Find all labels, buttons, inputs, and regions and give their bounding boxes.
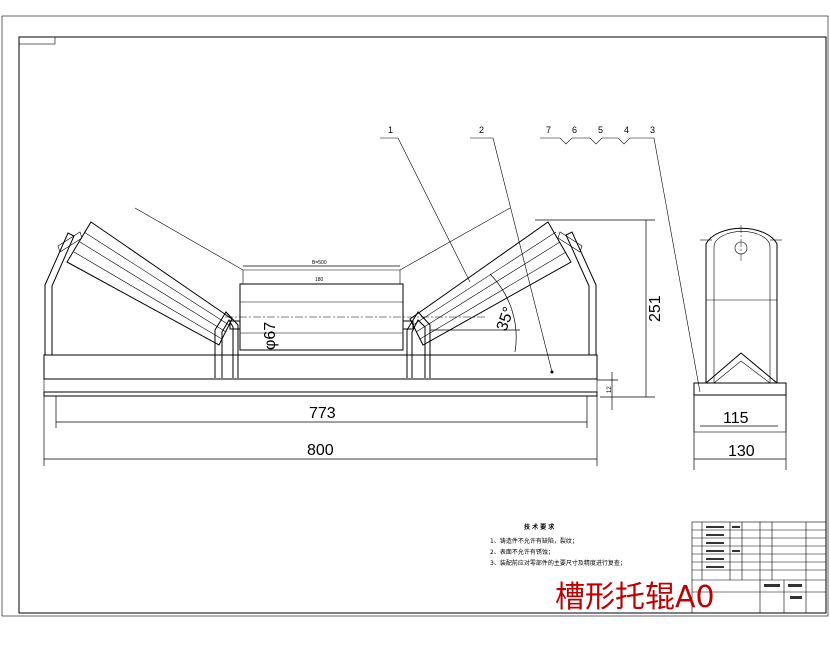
belt-width-label: B=500 (312, 260, 327, 266)
technical-notes: 技 术 要 求 1、铸造件不允许有缺陷，裂纹； 2、表面不允许有锈蚀； 3、装配… (490, 523, 626, 567)
roller-length-label: 180 (315, 277, 324, 283)
center-roller (225, 283, 485, 351)
right-bracket (565, 231, 597, 355)
sheet-corner-box (18, 36, 56, 45)
sheet-outer-border (1, 15, 829, 617)
tech-note-2: 2、表面不允许有锈蚀； (490, 548, 554, 556)
center-supports (214, 311, 431, 378)
left-bracket (44, 232, 75, 355)
right-roller (409, 221, 572, 346)
side-inner-label: 115 (723, 410, 749, 427)
part-number-2: 2 (479, 125, 484, 135)
part-number-5: 5 (598, 125, 603, 135)
part-number-6: 6 (572, 125, 577, 135)
base-foot (43, 391, 598, 397)
height-label: 251 (647, 295, 664, 322)
left-roller (66, 221, 233, 346)
sheet-inner-border (18, 36, 827, 614)
tech-note-3: 3、装配前应对零部件的主要尺寸及精度进行复查； (490, 559, 626, 567)
diameter-label: φ67 (262, 322, 279, 350)
part-number-3: 3 (650, 125, 655, 135)
tech-notes-title: 技 术 要 求 (524, 523, 555, 531)
frame-width-label: 773 (309, 405, 336, 422)
part-number-4: 4 (624, 125, 629, 135)
angle-label: 35° (494, 305, 518, 334)
part-number-7: 7 (546, 125, 551, 135)
tech-note-1: 1、铸造件不允许有缺陷，裂纹； (490, 537, 578, 545)
drawing-title-watermark: 槽形托辊A0 (555, 580, 715, 615)
overall-width-label: 800 (307, 442, 334, 459)
base-thickness-label: 12 (607, 386, 613, 393)
part-number-1: 1 (388, 125, 393, 135)
side-view: 115 130 (693, 225, 787, 470)
title-block (691, 521, 827, 614)
base-plate (43, 354, 598, 380)
side-outer-label: 130 (728, 443, 755, 460)
front-view: B=500 180 φ67 35° 1 2 7 6 5 4 3 251 12 (43, 125, 701, 466)
